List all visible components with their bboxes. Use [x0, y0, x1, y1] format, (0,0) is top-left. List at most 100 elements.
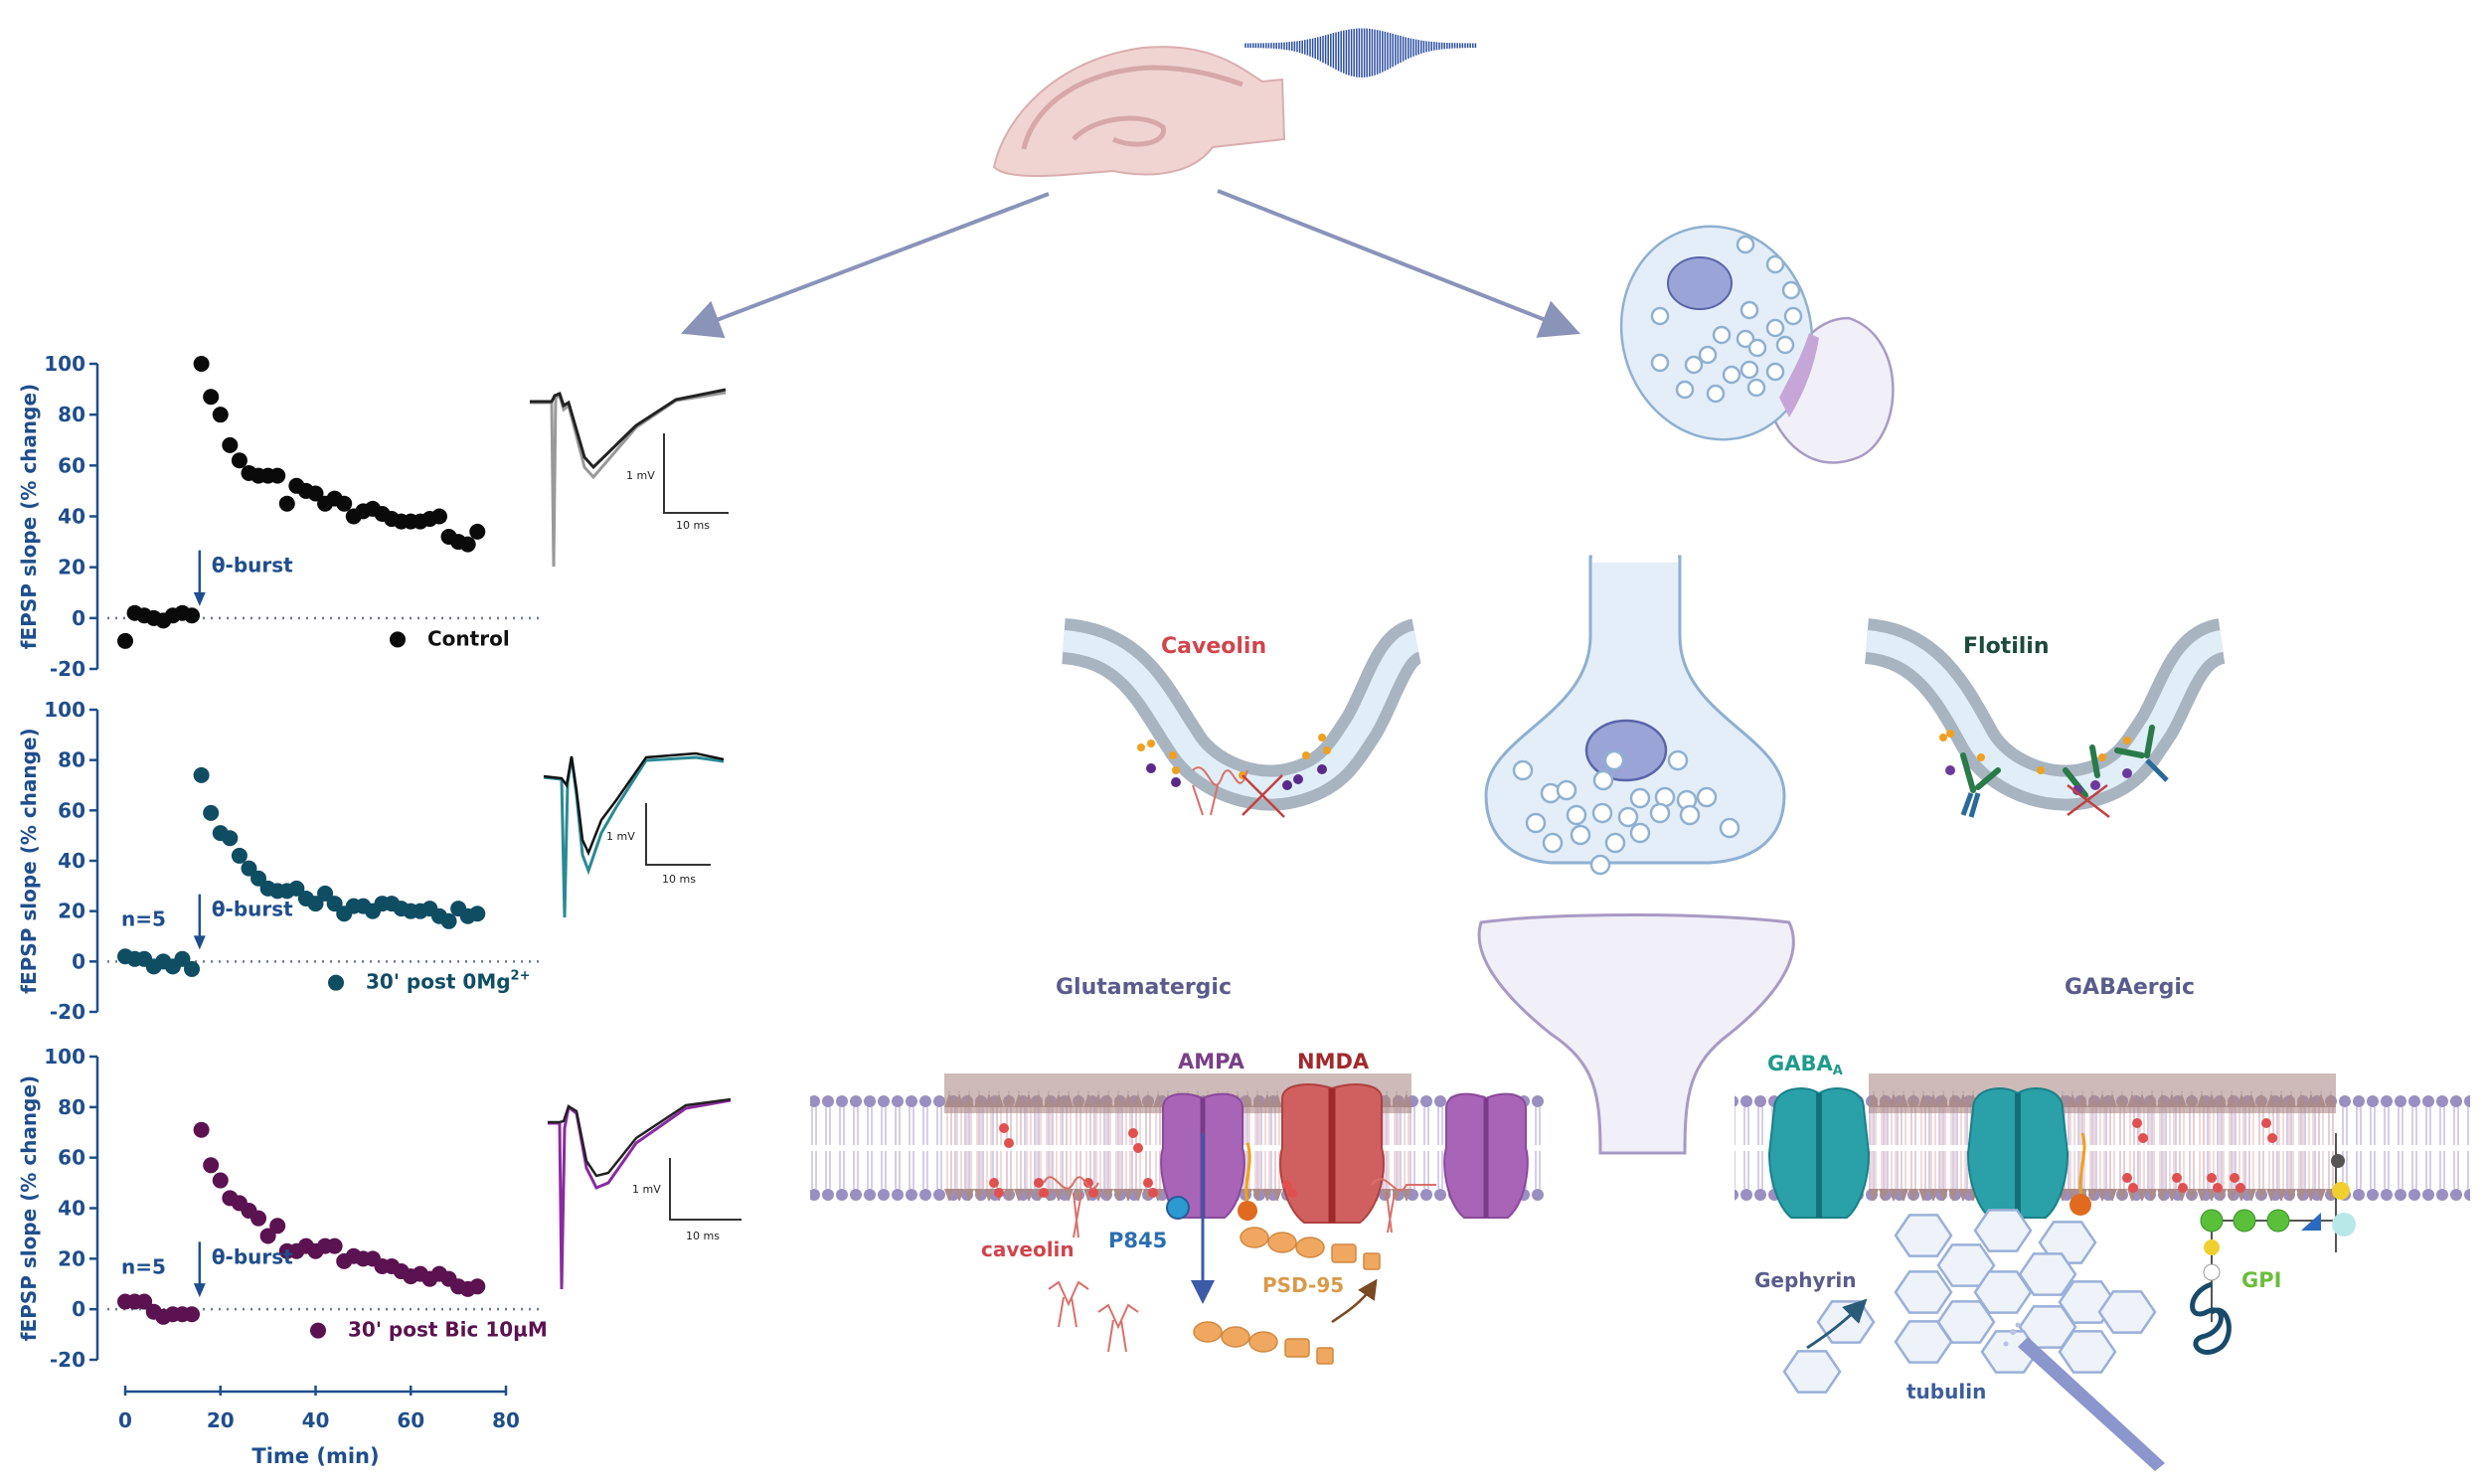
data-point — [193, 766, 210, 783]
caveolin-title: Caveolin — [1161, 634, 1266, 659]
data-point — [212, 407, 229, 423]
vesicle — [1603, 749, 1625, 771]
gpi-label: GPI — [2241, 1268, 2281, 1292]
vesicle — [1629, 787, 1651, 809]
vesicle — [1783, 306, 1803, 326]
theta-burst-label: θ-burst — [212, 554, 293, 577]
vesicle — [1698, 345, 1718, 365]
vesicle — [1775, 335, 1795, 355]
data-point — [269, 467, 286, 484]
x-tick-label: 80 — [492, 1408, 520, 1432]
data-point — [269, 1218, 286, 1235]
y-tick-label: 60 — [58, 798, 85, 822]
y-tick-label: 20 — [58, 900, 85, 923]
vesicle — [1722, 365, 1741, 385]
y-axis-label: fEPSP slope (% change) — [17, 728, 41, 993]
legend-text: 30' post Bic 10µM — [348, 1318, 548, 1342]
vesicle — [1765, 318, 1785, 338]
data-point — [469, 523, 486, 540]
data-point — [174, 950, 191, 967]
gephyrin-hexagon-icon — [2097, 1290, 2157, 1334]
y-tick-label: 40 — [58, 849, 85, 873]
gephyrin-hexagon-icon — [1936, 1300, 1996, 1344]
data-point — [307, 485, 324, 502]
trace-bic: 1 mV 10 ms — [548, 1097, 742, 1290]
gabaergic-title: GABAergic — [2065, 975, 2195, 1000]
n-label: n=5 — [121, 1254, 166, 1278]
x-tick-label: 20 — [207, 1408, 235, 1432]
legend-marker — [328, 974, 344, 991]
legend-text: 30' post 0Mg — [366, 970, 511, 994]
data-point — [222, 830, 239, 847]
data-point — [259, 1228, 276, 1244]
gabaergic-membrane: GABAergic — [1735, 975, 2470, 1471]
vesicle — [1746, 378, 1766, 398]
y-tick-label: -20 — [50, 657, 85, 681]
data-point — [203, 804, 220, 821]
vesicle — [1765, 254, 1785, 274]
y-tick-label: 100 — [44, 698, 85, 722]
legend-text: Control — [427, 626, 510, 650]
y-tick-label: 40 — [58, 1197, 85, 1221]
vesicle — [1650, 306, 1670, 326]
gephyrin-hexagon-icon — [2058, 1330, 2117, 1374]
trace-control: 1 mV 10 ms — [530, 388, 729, 568]
p845-phospho-icon — [1166, 1196, 1190, 1220]
y-tick-label: -20 — [50, 1000, 85, 1024]
n-label: n=5 — [121, 907, 166, 931]
x-tick-label: 60 — [397, 1408, 424, 1432]
legend-label: 30' post Bic 10µM — [348, 1318, 548, 1342]
vesicle — [1675, 380, 1695, 400]
data-point — [203, 389, 220, 406]
legend-label: 30' post 0Mg2+ — [366, 969, 531, 994]
flotilin-panel: Flotilin — [1864, 618, 2228, 818]
vesicle — [1712, 325, 1732, 345]
arrowhead-icon — [193, 1283, 206, 1298]
data-point — [203, 1157, 220, 1174]
data-point — [184, 960, 201, 977]
data-point — [231, 847, 248, 864]
trace-scale-x: 10 ms — [676, 519, 710, 532]
y-tick-label: 80 — [58, 403, 85, 426]
vesicle — [1592, 769, 1614, 791]
vesicle — [1542, 832, 1564, 854]
legend-superscript: 2+ — [511, 969, 531, 984]
vesicle — [1781, 280, 1801, 300]
arrowhead-icon — [193, 591, 206, 606]
gephyrin-lattice — [1782, 1209, 2157, 1394]
vesicle — [1719, 817, 1740, 839]
psd95-chain-icon — [1240, 1227, 1381, 1270]
data-point — [193, 356, 210, 372]
postsynaptic-spine — [1477, 913, 1795, 1155]
vesicle — [1736, 329, 1755, 349]
arrow-to-synapse — [1217, 189, 1580, 338]
gephyrin-hexagon-icon — [1782, 1350, 1842, 1394]
data-point — [241, 860, 257, 877]
hippocampus-illustration — [992, 46, 1286, 178]
psd95-chain-icon-2 — [1193, 1321, 1334, 1365]
y-tick-label: -20 — [50, 1348, 85, 1372]
vesicle — [1617, 806, 1639, 828]
data-point — [250, 870, 267, 887]
gephyrin-hexagon-icon — [1894, 1214, 1953, 1257]
vesicle — [1604, 832, 1626, 854]
data-point — [222, 436, 239, 453]
data-point — [317, 885, 334, 902]
data-point — [193, 1121, 210, 1138]
vesicle — [1696, 786, 1718, 808]
vesicle — [1591, 802, 1613, 824]
vesicle — [1589, 854, 1611, 876]
gpi-anchor-icon — [2190, 1133, 2356, 1355]
trace-scale-y-3: 1 mV — [632, 1183, 661, 1196]
legend-marker — [310, 1322, 326, 1339]
vesicle — [1765, 362, 1785, 382]
data-point — [288, 880, 305, 897]
y-axis-label: fEPSP slope (% change) — [17, 1075, 41, 1341]
y-tick-label: 100 — [44, 352, 85, 376]
y-tick-label: 20 — [58, 556, 85, 579]
caveolin-small-label: caveolin — [981, 1237, 1075, 1261]
data-point — [278, 495, 295, 512]
data-point — [212, 1172, 229, 1189]
gaba-a-text: GABA — [1767, 1052, 1833, 1075]
data-point — [459, 536, 476, 553]
